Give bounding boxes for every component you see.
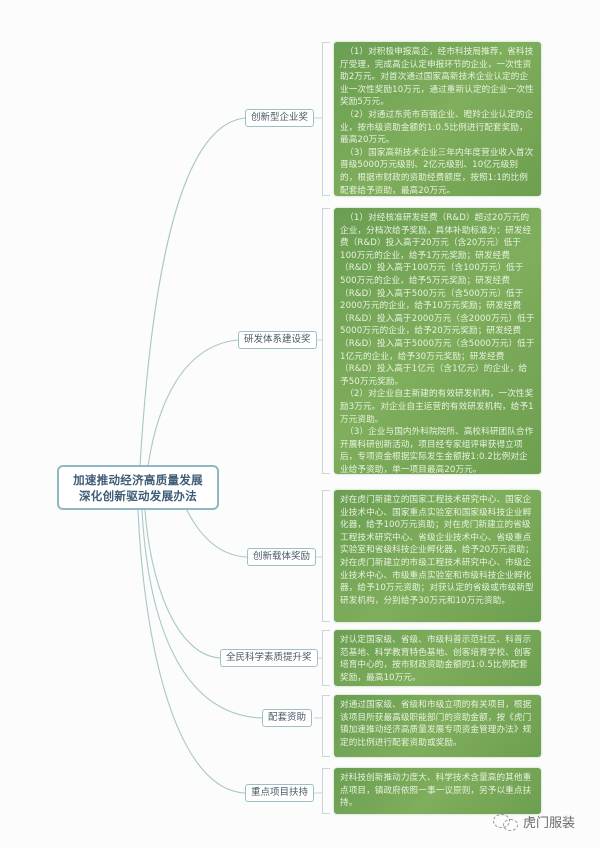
watermark: 虎门服装 [493, 812, 575, 831]
detail-item: （3）企业与国内外科院院所、高校科研团队合作开展科研创新活动，项目经专家组评审获… [340, 427, 534, 475]
bracket [322, 208, 330, 474]
bracket [322, 768, 330, 814]
branch-label: 研发体系建设奖 [244, 334, 311, 345]
detail-item: （3）国家高新技术企业三年内年度营业收入首次晋级5000万元级别、2亿元级别、1… [340, 147, 534, 196]
bracket [322, 490, 330, 622]
detail-innovative-enterprise: （1）对积极申报高企，经市科技局推荐，省科技厅受理，完成高企认定申报环节的企业，… [334, 42, 541, 196]
root-node[interactable]: 加速推动经济高质量发展 深化创新驱动发展办法 [57, 465, 219, 510]
connector-innovative-enterprise [139, 117, 246, 467]
branch-science-literacy-award[interactable]: 全民科学素质提升奖 [220, 649, 318, 667]
detail-item: （1）对经核准研发经费（R&D）超过20万元的企业，分档次给予奖励，具体补助标准… [340, 213, 535, 387]
root-title-line1: 加速推动经济高质量发展 [73, 472, 203, 487]
detail-item: （2）对企业自主新建的有效研发机构，一次性奖励3万元。对企业自主运营的有效研发机… [340, 389, 534, 425]
detail-item: （2）对通过东莞市百强企业、瞪羚企业认定的企业，按市级资助金额的1:0.5比例进… [340, 109, 534, 146]
detail-matching-funding: 对通过国家级、省级和市级立项的有关项目，根据该项目所获最高级职能部门的资助金额，… [334, 695, 541, 757]
branch-innovative-enterprise-award[interactable]: 创新型企业奖 [245, 109, 315, 127]
branch-label: 全民科学素质提升奖 [226, 652, 312, 663]
bracket [322, 630, 330, 686]
branch-label: 创新载体奖励 [253, 551, 311, 562]
detail-item: 对通过国家级、省级和市级立项的有关项目，根据该项目所获最高级职能部门的资助金额，… [340, 700, 532, 748]
detail-key-project: 对科技创新推动力度大、科学技术含量高的其他重点项目，镇政府依照一事一议原则，另予… [334, 768, 541, 814]
detail-item: 对在虎门新建立的国家工程技术研究中心、国家企业技术中心、国家重点实验室和国家级科… [340, 495, 534, 606]
bracket [322, 695, 330, 757]
watermark-text: 虎门服装 [523, 816, 576, 831]
branch-innovation-carrier-award[interactable]: 创新载体奖励 [247, 548, 317, 566]
detail-science-literacy: 对认定国家级、省级、市级科普示范社区、科普示范基地、科学教育特色基地、创客培育学… [334, 630, 541, 686]
branch-label: 配套资助 [268, 712, 307, 723]
connector-matching-funding [141, 509, 263, 719]
connector-rnd-system [147, 339, 239, 467]
detail-item: 对认定国家级、省级、市级科普示范社区、科普示范基地、科学教育特色基地、创客培育学… [340, 635, 532, 683]
detail-item: 对科技创新推动力度大、科学技术含量高的其他重点项目，镇政府依照一事一议原则，另予… [340, 773, 532, 809]
wechat-icon [493, 813, 519, 831]
detail-innovation-carrier: 对在虎门新建立的国家工程技术研究中心、国家企业技术中心、国家重点实验室和国家级科… [334, 490, 541, 622]
root-title-line2: 深化创新驱动发展办法 [79, 488, 197, 503]
branch-label: 重点项目扶持 [251, 787, 309, 798]
detail-item: （1）对积极申报高企，经市科技局推荐，省科技厅受理，完成高企认定申报环节的企业，… [340, 47, 534, 108]
bracket [322, 42, 330, 196]
branch-rnd-system-award[interactable]: 研发体系建设奖 [238, 331, 317, 349]
branch-label: 创新型企业奖 [251, 112, 309, 123]
connector-science-literacy [144, 509, 221, 659]
branch-matching-funding[interactable]: 配套资助 [262, 709, 313, 727]
branch-key-project-support[interactable]: 重点项目扶持 [245, 784, 315, 802]
detail-rnd-system: （1）对经核准研发经费（R&D）超过20万元的企业，分档次给予奖励，具体补助标准… [334, 208, 541, 475]
